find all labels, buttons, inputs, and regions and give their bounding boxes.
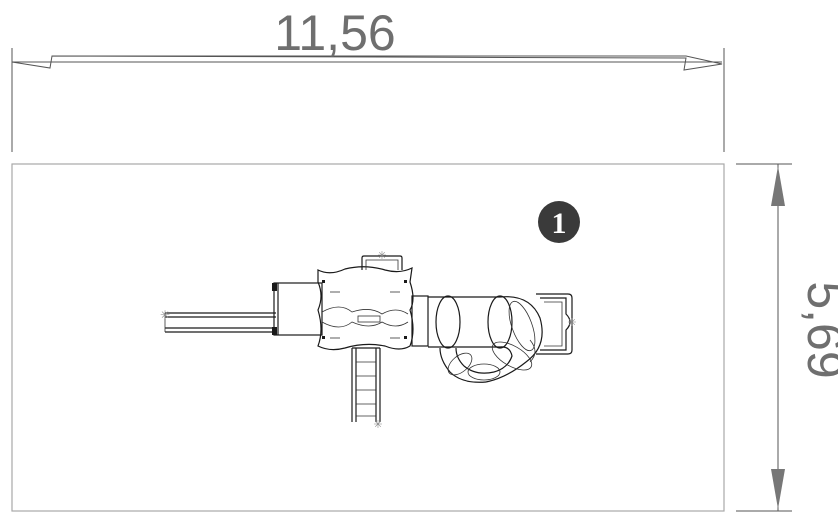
tower-roof <box>317 266 414 351</box>
anchor-star-icon: ✳ <box>567 317 576 329</box>
height-arrow-top <box>771 166 785 206</box>
anchor-star-icon: ✳ <box>160 308 170 322</box>
safety-area-frame <box>11 163 725 512</box>
height-dimension-label: 5,69 <box>797 281 838 378</box>
height-arrow-bottom <box>771 469 785 509</box>
anchor-star-icon: ✳ <box>377 250 386 262</box>
width-dimension: 11,56 <box>11 5 725 152</box>
anchor-star-icon: ✳ <box>373 419 382 431</box>
straight-tube <box>411 295 513 349</box>
spiral-tube-slide <box>439 296 543 383</box>
top-handle: ✳ <box>361 250 403 270</box>
item-marker: 1 <box>538 201 580 243</box>
play-structure: ✳ ✳ <box>160 250 577 431</box>
left-deck <box>272 282 323 336</box>
slide-exit: ✳ <box>536 293 577 355</box>
slide-rails: ✳ <box>160 308 276 333</box>
ladder: ✳ <box>351 347 383 431</box>
height-dimension: 5,69 <box>736 163 838 512</box>
item-marker-circle <box>538 201 580 243</box>
item-marker-number: 1 <box>552 207 567 240</box>
width-dimension-label: 11,56 <box>274 5 395 61</box>
